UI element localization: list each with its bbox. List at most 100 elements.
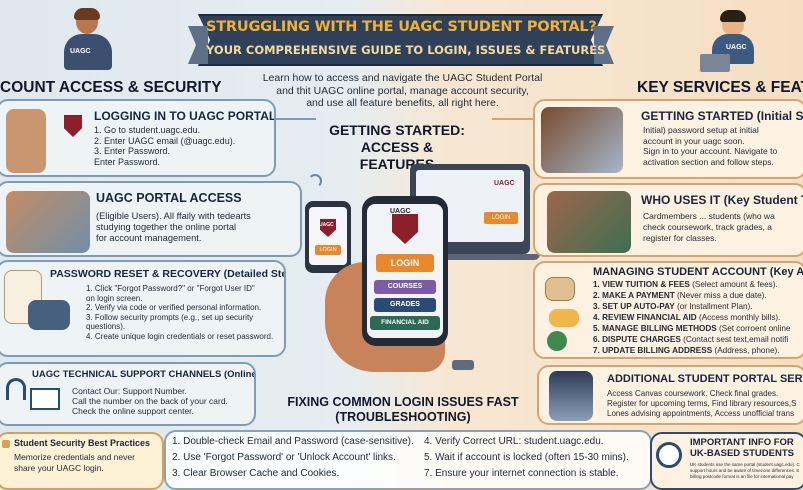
- account-item: 2. MAKE A PAYMENT (Never miss a due date…: [593, 290, 803, 301]
- account-item-note: (Set corroent online: [716, 324, 791, 333]
- troubleshoot-step-1: 1. Double-check Email and Password (case…: [172, 436, 414, 447]
- account-item-note: (Select amount & fees).: [689, 280, 778, 289]
- card-title: LOGGING IN TO UAGC PORTAL: [94, 109, 276, 123]
- troubleshoot-step-5: 5. Wait if account is locked (often 15-3…: [424, 452, 629, 463]
- card-managing-account: MANAGING STUDENT ACCOUNT (Key Ac 1. VIEW…: [533, 261, 803, 359]
- card-who-uses: WHO USES IT (Key Student T Cardmembers .…: [533, 183, 803, 257]
- right-section-title: KEY SERVICES & FEATUR: [637, 79, 803, 96]
- card-portal-access: UAGC PORTAL ACCESS (Eligible Users). All…: [0, 181, 302, 257]
- small-phone-login-button[interactable]: LOGIN: [315, 245, 341, 255]
- main-phone-illustration: UAGC LOGIN COURSES GRADES FINANCIAL AID: [362, 196, 448, 346]
- card-password-reset: PASSWORD RESET & RECOVERY (Detailed Step…: [0, 260, 286, 357]
- account-item-label: 1. VIEW TUITION & FEES: [593, 280, 690, 289]
- menu-grades-button[interactable]: GRADES: [374, 298, 436, 312]
- card-body: Initial) password setup at initial accou…: [643, 125, 778, 167]
- card-getting-started: GETTING STARTED (Initial Se Initial) pas…: [533, 99, 803, 179]
- card-uk-students: IMPORTANT INFO FOR UK-BASED STUDENTS UK …: [650, 432, 803, 490]
- troubleshoot-box: 1. Double-check Email and Password (case…: [164, 430, 652, 490]
- account-item-note: (or Installment Plan).: [674, 302, 753, 311]
- account-item-label: 7. UPDATE BILLING ADDRESS: [593, 346, 713, 355]
- student-avatar-right: UAGC: [700, 10, 762, 72]
- menu-courses-button[interactable]: COURSES: [374, 280, 436, 294]
- small-phone-illustration: UAGC LOGIN: [305, 201, 351, 273]
- title-banner: [198, 14, 603, 66]
- card-title: Student Security Best Practices: [14, 438, 151, 448]
- account-item-label: 2. MAKE A PAYMENT: [593, 291, 675, 300]
- wifi-icon: [308, 174, 322, 188]
- account-item: 6. DISPUTE CHARGES (Contact sest text,em…: [593, 334, 803, 345]
- laptop-base: [400, 254, 540, 260]
- connector-arrow: [276, 118, 316, 120]
- student-avatar-left: UAGC: [60, 8, 116, 70]
- headset-icon: [6, 378, 26, 400]
- small-phone-logo: UAGC: [319, 222, 334, 228]
- clock-icon: [656, 442, 682, 468]
- card-security-practices: Student Security Best Practices Memorize…: [0, 432, 164, 490]
- banner-title: STRUGGLING WITH THE UAGC STUDENT PORTAL?: [206, 19, 597, 35]
- troubleshoot-step-2: 2. Use 'Forgot Password' or 'Unlock Acco…: [172, 452, 396, 463]
- card-body: Contact Our: Support Number. Call the nu…: [72, 386, 228, 416]
- credit-card-icon: [549, 309, 579, 327]
- card-title: UAGC TECHNICAL SUPPORT CHANNELS (Online …: [32, 369, 256, 380]
- card-title: IMPORTANT INFO FOR UK-BASED STUDENTS: [690, 438, 794, 459]
- laptop-login-button[interactable]: LOGIN: [484, 212, 518, 224]
- plug-icon: [452, 360, 474, 370]
- account-item-label: 5. MANAGE BILLING METHODS: [593, 324, 717, 333]
- account-item-note: (Access monthly bills).: [696, 313, 781, 322]
- students-group-image-right: [547, 191, 631, 253]
- small-phone-shield-icon: [320, 219, 336, 237]
- troubleshoot-step-7: 7. Ensure your internet connection is st…: [424, 468, 619, 479]
- university-building-icon: [545, 277, 575, 301]
- shield-icon: [64, 115, 82, 137]
- account-item: 7. UPDATE BILLING ADDRESS (Address, phon…: [593, 345, 803, 356]
- account-item-label: 4. REVIEW FINANCIAL AID: [593, 313, 697, 322]
- account-item: 4. REVIEW FINANCIAL AID (Access monthly …: [593, 312, 803, 323]
- troubleshoot-step-4: 4. Verify Correct URL: student.uagc.edu.: [424, 436, 604, 447]
- card-body: UK students use the same portal (student…: [690, 462, 800, 479]
- card-tech-support: UAGC TECHNICAL SUPPORT CHANNELS (Online …: [0, 362, 256, 426]
- card-title: MANAGING STUDENT ACCOUNT (Key Ac: [593, 266, 803, 278]
- main-phone-logo: UAGC: [390, 208, 411, 215]
- laptop-icon: [28, 300, 70, 330]
- card-body: Access Canvas coursework. Check final gr…: [607, 389, 797, 418]
- banner-ribbon-left: [188, 26, 208, 64]
- card-list: 1. VIEW TUITION & FEES (Select amount & …: [593, 279, 803, 356]
- account-item: 5. MANAGE BILLING METHODS (Set corroent …: [593, 323, 803, 334]
- card-body: Memorize credentials and never share you…: [14, 452, 135, 473]
- main-phone-login-button[interactable]: LOGIN: [376, 254, 434, 272]
- student-with-laptop-image: [541, 107, 623, 173]
- card-additional-services: ADDITIONAL STUDENT PORTAL SERV Access Ca…: [537, 365, 803, 425]
- account-item-note: (Address, phone).: [712, 346, 780, 355]
- students-group-image: [6, 191, 90, 253]
- banner-subtitle: YOUR COMPREHENSIVE GUIDE TO LOGIN, ISSUE…: [206, 43, 606, 57]
- card-body: 1. Go to student.uagc.edu. 2. Enter UAGC…: [94, 125, 236, 167]
- graduate-laptop-image: [549, 371, 593, 421]
- student-with-phone-image: [6, 109, 46, 173]
- account-item-label: 3. SET UP AUTO-PAY: [593, 302, 675, 311]
- account-item: 3. SET UP AUTO-PAY (or Installment Plan)…: [593, 301, 803, 312]
- laptop-logo: UAGC: [494, 180, 515, 187]
- card-body: Cardmembers ... students (who wa check c…: [643, 211, 775, 243]
- card-title: GETTING STARTED (Initial Se: [641, 109, 803, 123]
- card-title: WHO USES IT (Key Student T: [641, 193, 803, 207]
- lock-icon: [2, 440, 10, 448]
- intro-text: Learn how to access and navigate the UAG…: [262, 72, 543, 109]
- connector-arrow: [492, 118, 534, 120]
- account-item-note: (Contact sest text,email notifi: [680, 335, 789, 344]
- envelope-icon: [30, 388, 60, 410]
- troubleshoot-title: FIXING COMMON LOGIN ISSUES FAST (TROUBLE…: [287, 395, 519, 424]
- card-title: UAGC PORTAL ACCESS: [96, 191, 242, 205]
- card-logging-in: LOGGING IN TO UAGC PORTAL 1. Go to stude…: [0, 99, 276, 177]
- dollar-icon: [547, 331, 567, 351]
- card-title: ADDITIONAL STUDENT PORTAL SERV: [607, 373, 803, 385]
- card-title: PASSWORD RESET & RECOVERY (Detailed Step…: [50, 268, 286, 280]
- account-item: 1. VIEW TUITION & FEES (Select amount & …: [593, 279, 803, 290]
- account-item-note: (Never miss a due date).: [674, 291, 767, 300]
- menu-financial-aid-button[interactable]: FINANCIAL AID: [370, 316, 440, 330]
- card-body: (Eligible Users). All ffaily with tedear…: [96, 211, 251, 243]
- troubleshoot-step-3: 3. Clear Browser Cache and Cookies.: [172, 468, 340, 479]
- banner-ribbon-right: [594, 26, 614, 64]
- account-item-label: 6. DISPUTE CHARGES: [593, 335, 681, 344]
- card-body: 1. Click "Forgot Password?" or "Forgot U…: [86, 284, 274, 341]
- left-section-title: COUNT ACCESS & SECURITY: [0, 79, 222, 96]
